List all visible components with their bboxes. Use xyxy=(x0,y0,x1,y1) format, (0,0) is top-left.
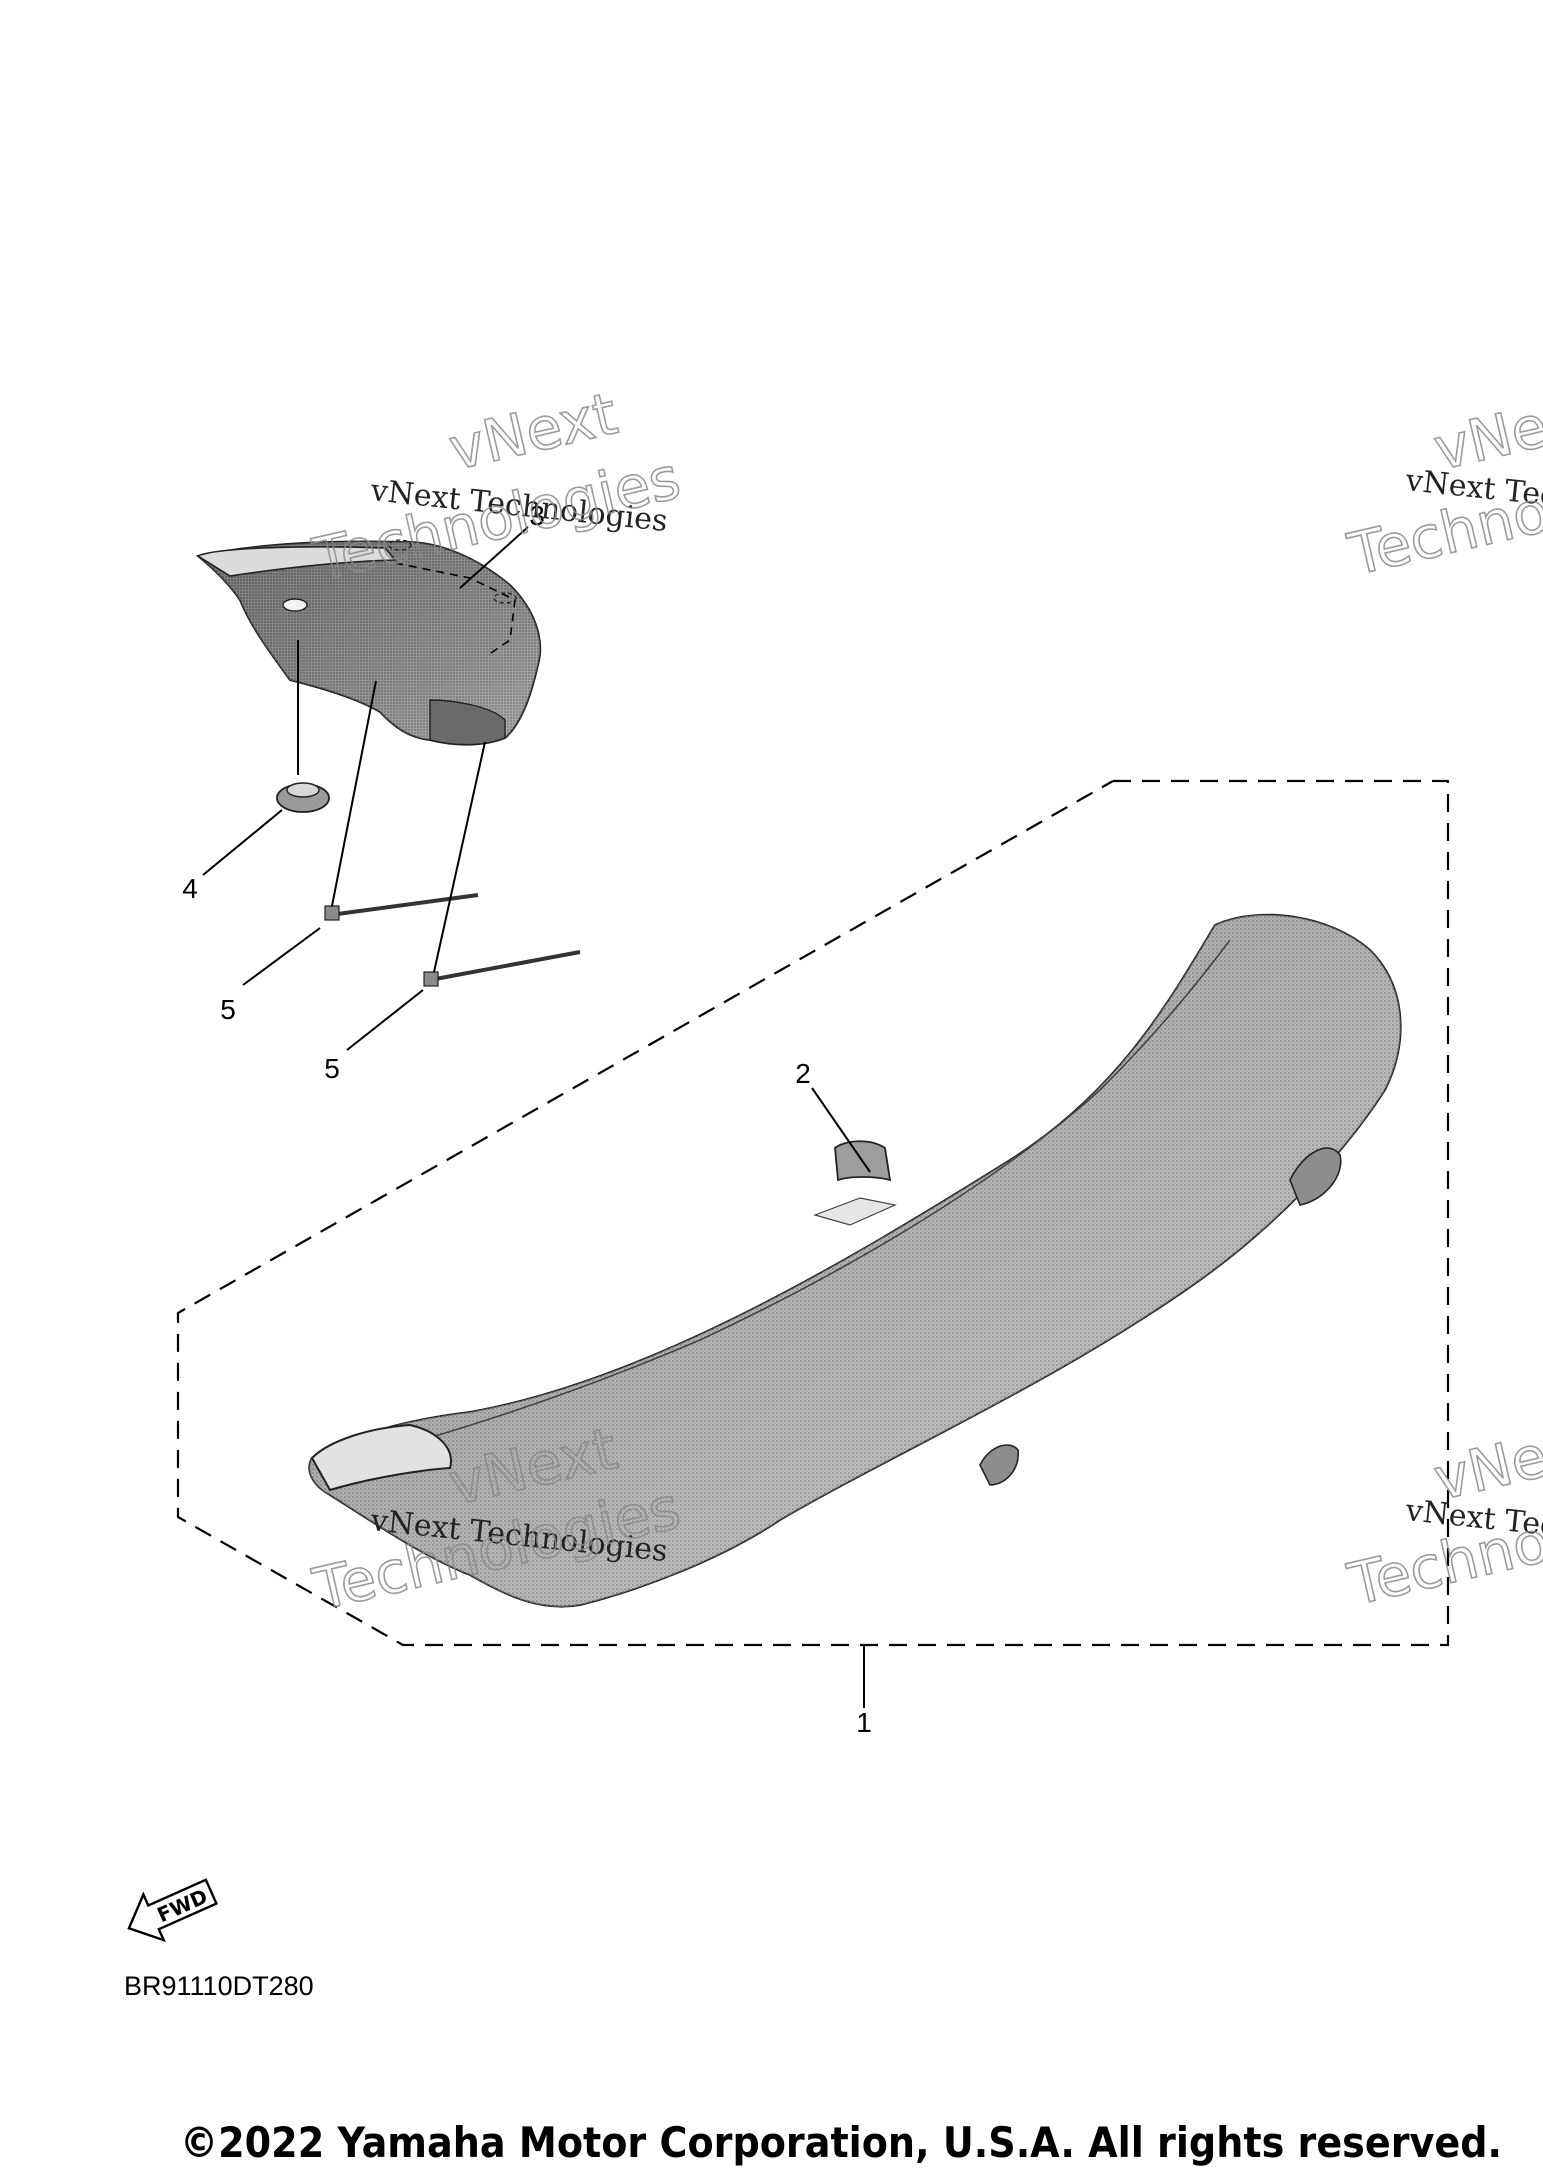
cover-part xyxy=(195,539,542,746)
seat-assembly-boundary xyxy=(176,779,1450,1647)
watermark-top-right: vNext Technologies vNext Technologies xyxy=(1341,378,1543,589)
watermark-word-1: vNext xyxy=(1428,379,1543,483)
callout-1-label: 1 xyxy=(856,1707,872,1738)
grommet-part xyxy=(276,640,330,813)
callout-5-lower: 5 xyxy=(324,989,424,1084)
callout-3: 3 xyxy=(459,500,545,589)
copyright-notice: ©2022 Yamaha Motor Corporation, U.S.A. A… xyxy=(180,2118,1502,2167)
diagram-code: BR91110DT280 xyxy=(124,1971,314,2001)
callout-3-label: 3 xyxy=(529,500,545,531)
callout-5-upper-label: 5 xyxy=(220,994,236,1025)
callout-5-upper: 5 xyxy=(220,927,321,1025)
watermark-word-1: vNext xyxy=(1428,1409,1543,1513)
seat-part xyxy=(308,913,1402,1608)
callout-1: 1 xyxy=(856,1646,872,1738)
callout-4-label: 4 xyxy=(182,873,198,904)
fwd-arrow-icon: FWD xyxy=(127,1878,218,1943)
callout-2: 2 xyxy=(795,1058,871,1173)
watermark-top-left: vNext Technologies vNext Technologies xyxy=(306,378,687,594)
watermark-bottom-right: vNext Technologies vNext Technologies xyxy=(1341,1408,1543,1619)
callout-2-label: 2 xyxy=(795,1058,811,1089)
seat-strap-part xyxy=(813,1140,897,1226)
callout-5-lower-label: 5 xyxy=(324,1053,340,1084)
callout-4: 4 xyxy=(182,809,283,904)
band-part-lower xyxy=(423,741,581,987)
band-part-upper xyxy=(324,680,479,921)
